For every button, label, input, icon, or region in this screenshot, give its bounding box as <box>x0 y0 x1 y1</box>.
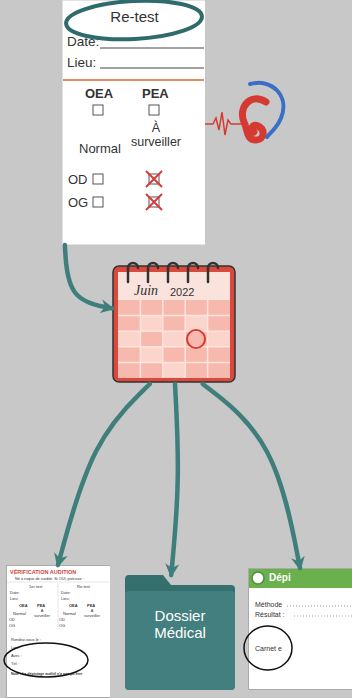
node-text: À surveiller <box>83 609 101 618</box>
calendar-cell <box>118 331 140 347</box>
calendar-art <box>113 263 235 382</box>
node-text: PEA <box>87 604 95 609</box>
node-text: OEA <box>85 87 113 102</box>
node-text: Lieu: <box>61 597 70 602</box>
node-text: Tél : <box>11 662 19 667</box>
node-text: OG <box>9 624 15 629</box>
calendar-cell <box>163 331 185 347</box>
highlight-oval <box>65 0 203 43</box>
node-text: Lieu: <box>10 597 19 602</box>
node-text: Lieu : <box>11 646 21 651</box>
calendar-back <box>113 266 235 382</box>
checkbox <box>149 174 159 184</box>
calendar-header <box>118 272 230 300</box>
node-text: PEA <box>37 604 45 609</box>
node-text: Né à risque de surdité. Si OUI, précisez… <box>15 577 84 581</box>
node-text: VÉRIFICATION AUDITION <box>10 569 76 575</box>
node-text: Date: <box>10 591 20 596</box>
document-thumbnail: DépiMéthodeRésultat : Carnet e <box>248 568 352 690</box>
node-text: Re-test <box>63 8 206 25</box>
flow-arrow <box>65 245 112 308</box>
calendar-cell <box>140 347 162 362</box>
checkbox <box>93 174 103 184</box>
connector-group <box>58 245 300 575</box>
node-text: 1er test <box>29 585 42 590</box>
flow-arrow <box>203 384 300 568</box>
node-text: À surveiller <box>126 121 186 150</box>
form-card: Re-testDate: Lieu: OEA PEA Normal À surveille… <box>62 0 205 245</box>
node-text: Dossier Médical <box>135 607 225 642</box>
checkbox <box>93 197 103 207</box>
node-text: Carnet e <box>255 645 282 653</box>
node-text: OG <box>59 624 65 629</box>
node-text: Re-test <box>77 585 90 590</box>
node-text: Rendez-vous le : <box>11 638 41 643</box>
date-circle <box>187 330 205 348</box>
checkbox <box>93 105 103 115</box>
node-text: À surveiller <box>33 609 51 618</box>
fill-line <box>100 48 204 49</box>
flow-arrow <box>58 384 150 565</box>
node-text: Normal <box>63 612 76 617</box>
calendar-cell <box>185 316 207 331</box>
calendar-cell <box>208 331 230 347</box>
node-text: Méthode <box>255 601 282 609</box>
node-text: Juin <box>134 283 158 299</box>
node-text: OD <box>68 173 88 188</box>
fill-line <box>100 68 204 69</box>
sound-arc <box>250 83 283 137</box>
folder-front <box>125 591 235 690</box>
node-text: Normal <box>79 142 121 157</box>
node-text: Dépi <box>269 572 291 584</box>
calendar: Juin 2022 <box>112 258 238 384</box>
document-thumbnail: VÉRIFICATION AUDITION Né à risque de surd… <box>6 565 110 698</box>
node-text: OD <box>59 618 65 623</box>
calendar-rings <box>128 263 218 282</box>
node-text: Normal <box>13 612 26 617</box>
node-text: Résultat : <box>255 611 285 619</box>
calendar-gridlines <box>118 300 230 378</box>
node-text: Note : Le dépistage auditif n'a pas pu ê… <box>11 672 107 676</box>
divider-line <box>63 79 204 81</box>
checkbox <box>149 105 159 115</box>
node-text: Lieu: <box>67 55 96 71</box>
node-text: OD <box>9 618 15 623</box>
flow-arrow <box>171 384 178 575</box>
dotted-line <box>287 606 352 616</box>
node-text: Date: <box>67 34 99 50</box>
calendar-grid <box>118 300 230 378</box>
node-text: Date: <box>61 591 71 596</box>
ear-shape <box>242 99 266 140</box>
node-text: OEA <box>19 604 28 609</box>
checkbox <box>149 197 159 207</box>
doc-rule <box>7 582 109 583</box>
node-text: PEA <box>142 87 169 102</box>
node-text: 2022 <box>170 286 194 299</box>
folder: Dossier Médical <box>125 575 235 690</box>
node-text: OG <box>68 196 88 211</box>
folder-back <box>125 575 235 690</box>
node-text: OEA <box>69 604 78 609</box>
ear-icon <box>204 83 283 140</box>
calendar-cell <box>163 362 185 378</box>
doc-icon <box>252 572 264 584</box>
signal-wave <box>204 112 242 135</box>
calendar-cell <box>140 316 162 331</box>
highlight-oval <box>244 626 292 670</box>
doc-rule <box>58 584 59 630</box>
node-text: Avec : <box>11 654 22 659</box>
cross-mark <box>146 171 162 210</box>
highlight-oval <box>4 643 88 677</box>
